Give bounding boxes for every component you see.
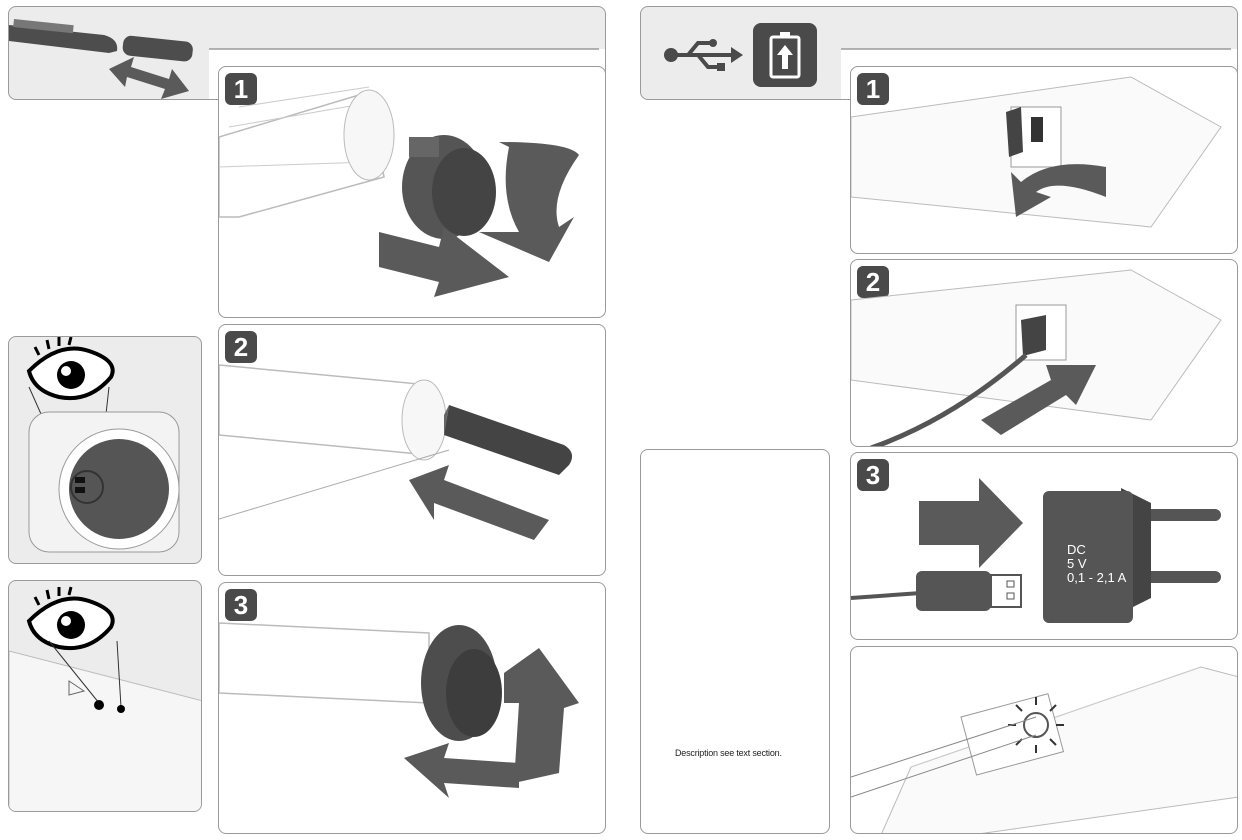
open-usb-cover-illustration [851,76,1222,228]
arrow-icon [981,365,1096,435]
arrow-icon [919,478,1023,568]
usb-charger-illustration [851,478,1221,623]
step-number-badge: 2 [857,266,889,298]
step-number-badge: 3 [225,589,257,621]
cap-alignment-detail-illustration [9,586,201,811]
arrow-icon [409,465,549,540]
usb-plug-icon [916,571,991,611]
arrow-icon [379,227,509,297]
rotate-arrow-icon [504,648,579,783]
battery-insert-illustration [219,364,573,540]
battery-charge-icon [753,23,817,87]
charger-rating-text: DC 5 V 0,1 - 2,1 A [1067,543,1126,585]
double-arrow-icon [109,57,189,99]
eye-icon [26,586,115,650]
connect-usb-cable-illustration [851,269,1222,446]
arrow-icon [404,743,519,798]
step-number-badge: 1 [857,73,889,105]
left-step-1-panel: 1 [218,66,606,318]
charger-current-label: 0,1 - 2,1 A [1067,570,1127,585]
step-number-badge: 3 [857,459,889,491]
power-adapter-icon [1043,488,1221,623]
right-step-3-panel: 3 DC 5 V 0,1 - 2,1 A [850,452,1238,640]
step-number-badge: 2 [225,331,257,363]
left-inspect-panel-1 [8,336,202,564]
battery-cap-icon [421,625,502,741]
description-caption: Description see text section. [675,748,782,758]
cap-close-illustration [219,622,579,798]
rotate-arrow-icon [479,142,579,262]
left-step-3-panel: 3 [218,582,606,834]
right-step-2-panel: 2 [850,259,1238,447]
right-step-1-panel: 1 [850,66,1238,254]
right-led-panel [850,646,1238,834]
probe-handle-icon [9,19,193,62]
battery-contact-detail-illustration [26,337,180,553]
charger-dc-label: DC [1067,542,1086,557]
eye-icon [26,337,115,400]
left-inspect-panel-2 [8,580,202,812]
rotate-arrow-icon [1011,164,1106,217]
battery-cap-removal-illustration [219,86,579,297]
step-number-badge: 1 [225,73,257,105]
charger-voltage-label: 5 V [1067,556,1087,571]
charging-led-illustration [851,666,1237,833]
left-step-2-panel: 2 [218,324,606,576]
usb-icon [664,39,743,71]
description-panel: Description see text section. [640,449,830,834]
battery-cap-icon [402,135,496,239]
battery-icon [444,405,573,475]
